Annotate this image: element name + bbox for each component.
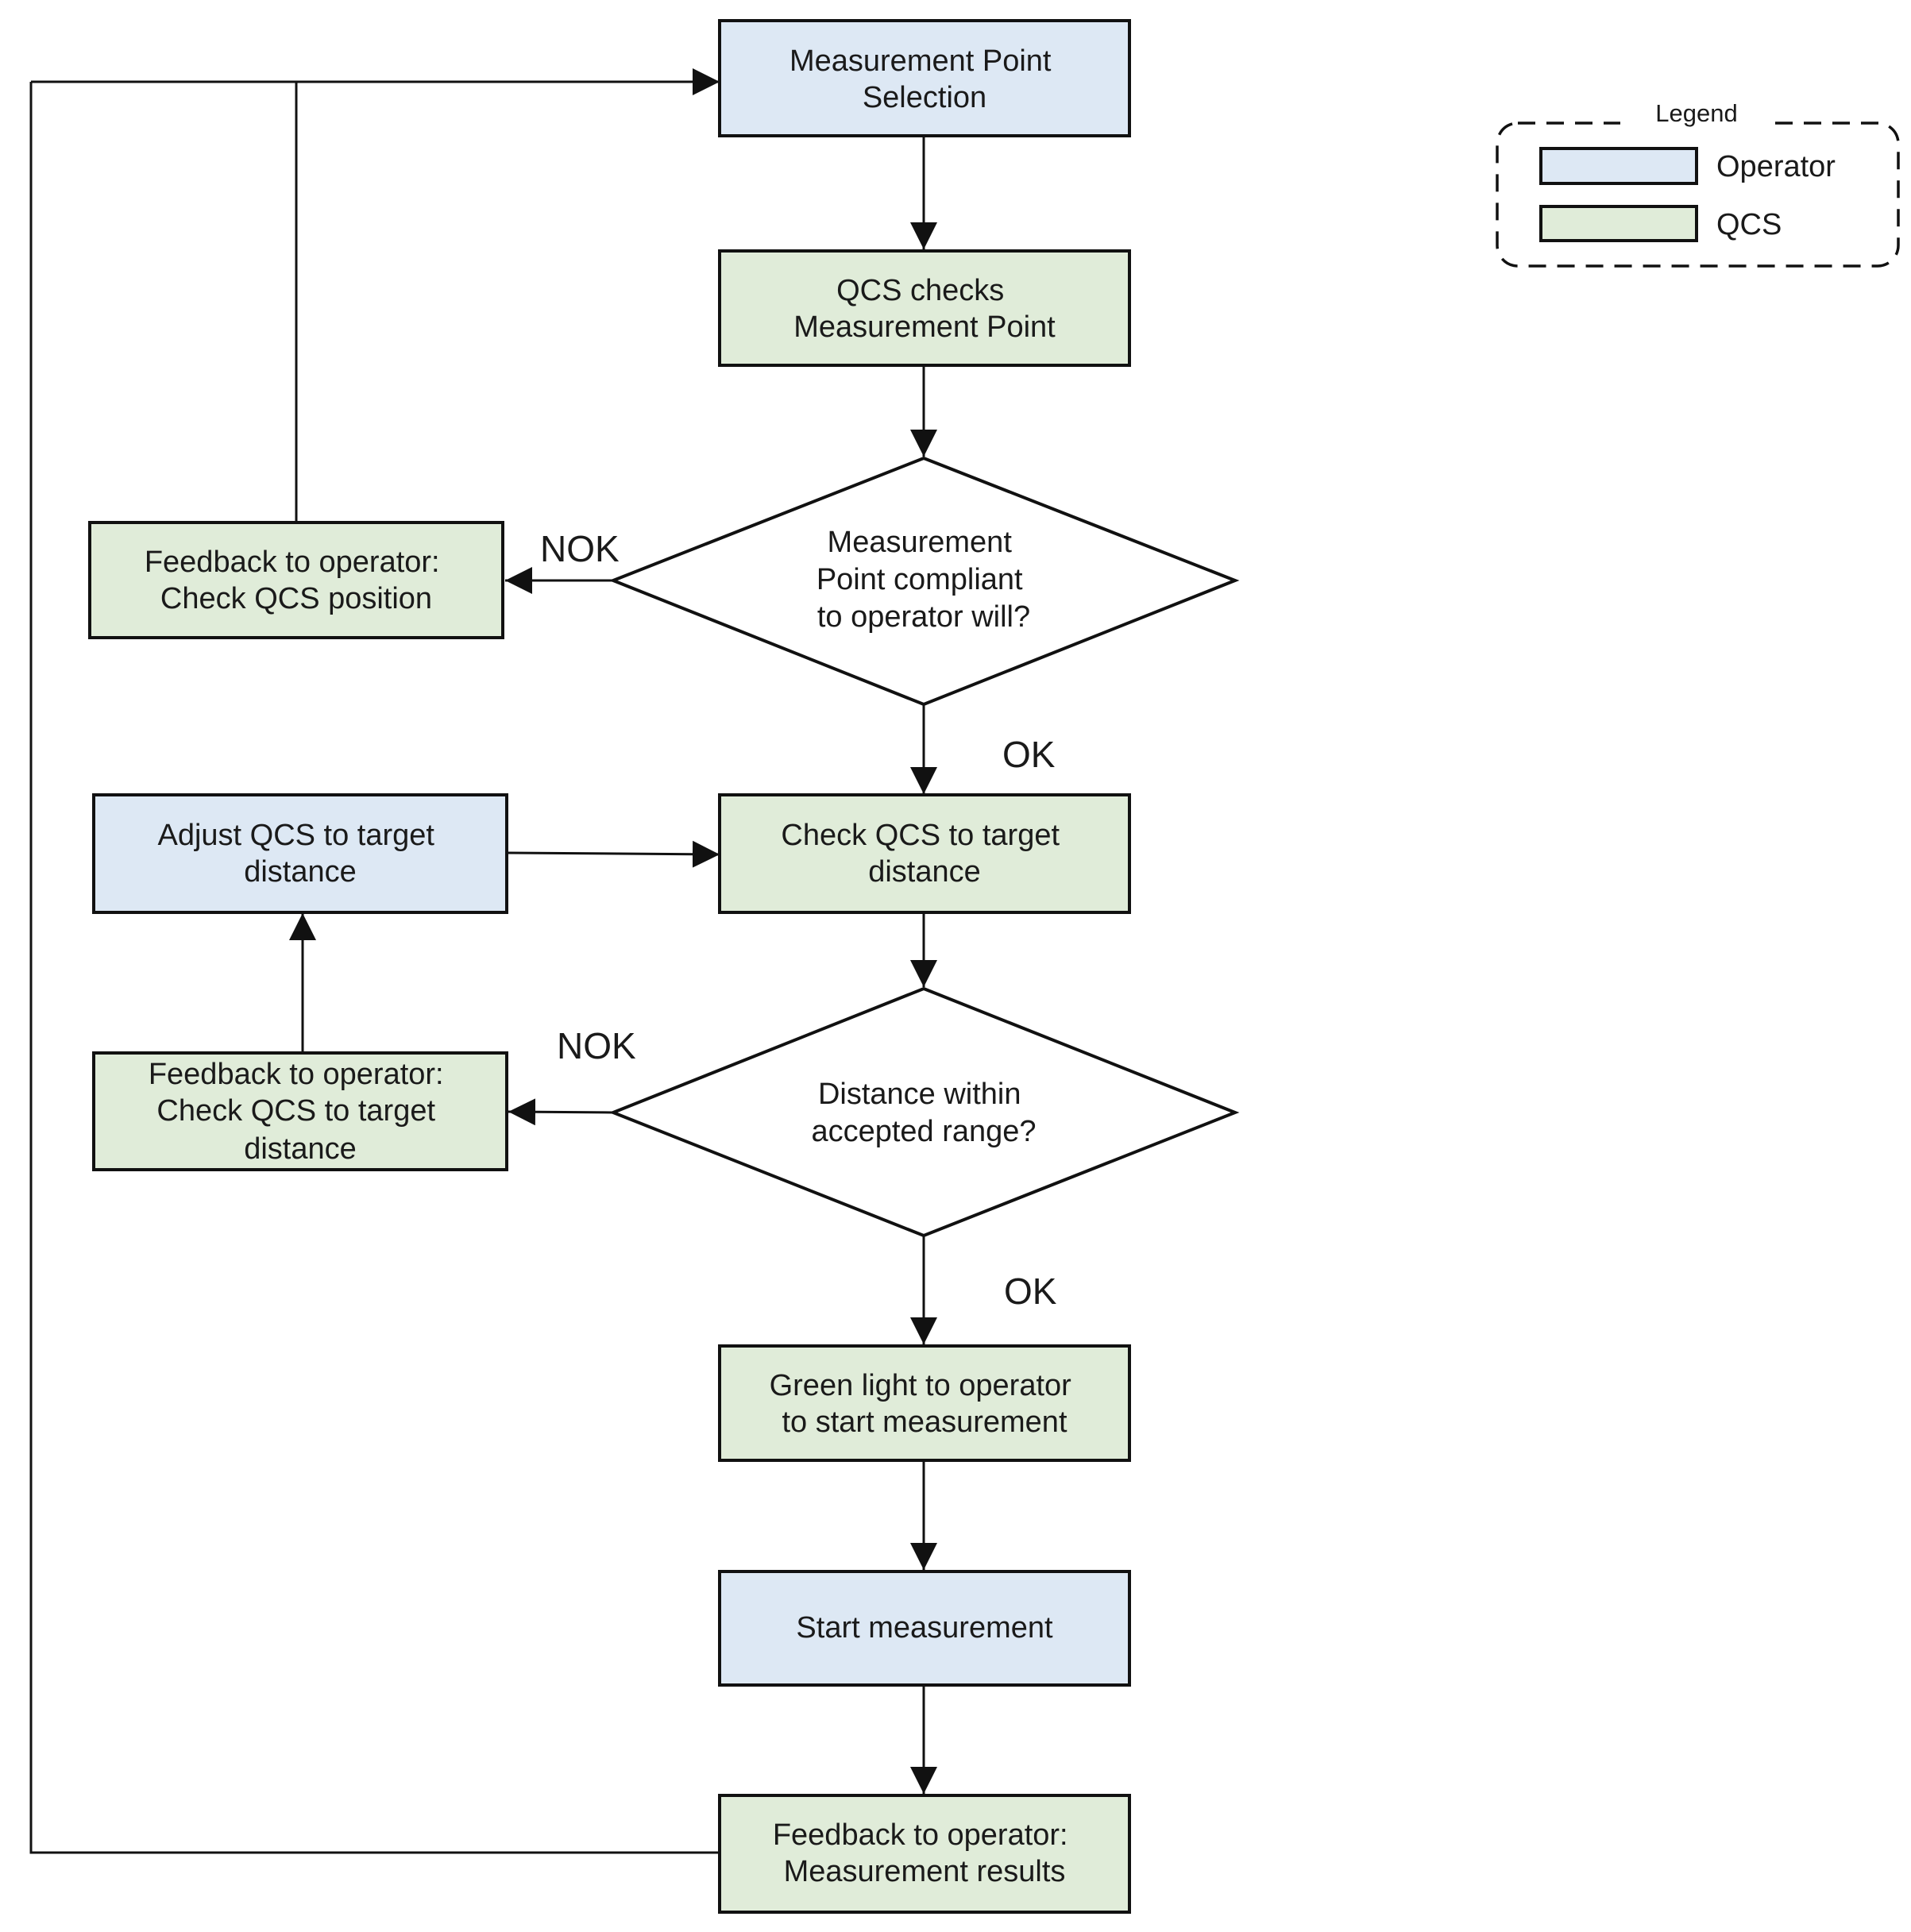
node-text-line: Measurement results [784,1855,1066,1888]
edge-feedback-results-loop [29,82,720,1854]
node-green-light-to-operator: Green light to operator to start measure… [718,1344,1131,1462]
legend-title: Legend [1655,99,1737,127]
legend-swatch-operator [1539,147,1698,185]
node-text-line: Adjust QCS to target [157,819,434,852]
node-text-line: Measurement Point [793,310,1056,344]
svg-text:Feedback to operator: Me: Feedback to operator: Measurement result… [773,1818,1076,1888]
node-text-line: Start measurement [796,1611,1053,1645]
node-text-line: Measurement [828,526,1013,559]
node-measurement-point-selection: Measurement Point Selection [718,19,1131,137]
edge-decision-distance-to-feedback-distance [508,1098,614,1126]
node-text-line: Feedback to operator: [149,1058,444,1091]
node-text-line: distance [244,1132,357,1166]
node-start-measurement: Start measurement [718,1570,1131,1687]
node-text-line: Green light to operator [770,1369,1072,1402]
node-text-line: Distance within [818,1078,1021,1111]
svg-text:Green light to operator: Green light to operator to start measure… [770,1369,1080,1439]
svg-text:Measurement Point Select: Measurement Point Selection [789,44,1060,114]
connectors [29,68,937,1854]
svg-text:Feedback to operator: Ch: Feedback to operator: Check QCS position [145,546,448,615]
edge-label-ok-compliant: OK [1002,734,1056,775]
node-text-line: Check QCS to target [781,819,1060,852]
decision-distance-within-range: Distance within accepted range? [608,986,1240,1238]
legend-label-qcs: QCS [1716,208,1782,241]
legend: Legend Operator QCS [1496,99,1900,268]
svg-text:Start measurement: Start measurement [796,1611,1053,1645]
node-qcs-checks-measurement-point: QCS checks Measurement Point [718,249,1131,367]
svg-text:Distance within accepted: Distance within accepted range? [811,1078,1036,1148]
node-text-line: to start measurement [782,1406,1067,1439]
node-text-line: distance [868,855,981,889]
node-feedback-check-qcs-distance: Feedback to operator: Check QCS to targe… [92,1051,508,1171]
node-text-line: QCS checks [836,274,1004,307]
node-text-line: Point compliant [817,563,1023,596]
node-text-line: Selection [863,81,986,114]
legend-swatch-qcs [1539,205,1698,242]
decision-measurement-point-compliant: Measurement Point compliant to operator … [608,456,1240,707]
svg-text:Check QCS to target dist: Check QCS to target distance [781,819,1067,889]
svg-text:Measurement Point compli: Measurement Point compliant to operator … [817,526,1031,634]
svg-text:QCS checks Measurement P: QCS checks Measurement Point [793,274,1056,344]
node-text-line: accepted range? [811,1115,1036,1148]
node-text-line: to operator will? [817,600,1030,634]
node-feedback-measurement-results: Feedback to operator: Measurement result… [718,1794,1131,1914]
svg-text:Feedback to operator: Ch: Feedback to operator: Check QCS to targe… [149,1058,452,1166]
edge-label-nok-distance: NOK [557,1025,636,1066]
edge-label-ok-distance: OK [1004,1271,1057,1312]
node-text-line: Feedback to operator: [773,1818,1068,1852]
node-text-line: Measurement Point [789,44,1052,78]
node-text-line: distance [244,855,357,889]
legend-label-operator: Operator [1716,150,1836,183]
node-check-qcs-to-target-distance: Check QCS to target distance [718,793,1131,914]
edge-label-nok-compliant: NOK [540,528,620,569]
node-feedback-check-qcs-position: Feedback to operator: Check QCS position [88,521,504,639]
svg-text:Adjust QCS to target dis: Adjust QCS to target distance [157,819,442,889]
edge-adjust-to-check-distance [506,840,720,868]
node-text-line: Feedback to operator: [145,546,440,579]
node-text-line: Check QCS position [160,582,432,615]
node-adjust-qcs-to-target-distance: Adjust QCS to target distance [92,793,508,914]
legend-frame [1496,121,1900,268]
node-text-line: Check QCS to target [156,1094,435,1128]
